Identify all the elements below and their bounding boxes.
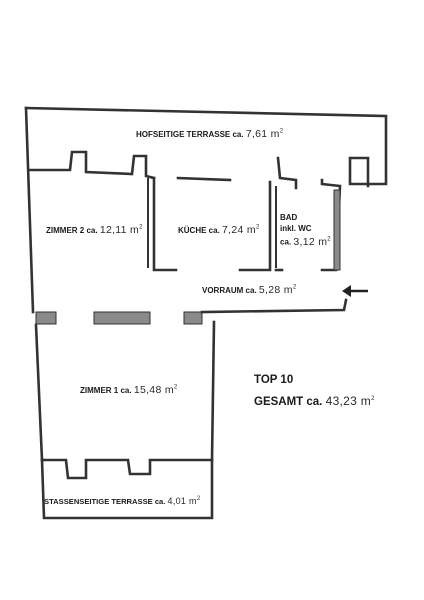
hall-name: VORRAUM ca. <box>202 286 257 295</box>
bath-label: BAD inkl. WC ca. 3,12 m2 <box>280 212 331 248</box>
terrace-court-inner-wall-far-right <box>350 156 370 188</box>
bath-wall-hatched <box>333 189 341 271</box>
room1-area: 15,48 m2 <box>133 384 178 396</box>
terrace-court-area: 7,61 m2 <box>245 128 284 140</box>
terrace-street-area: 4,01 m2 <box>167 496 201 506</box>
terrace-court-label: HOFSEITIGE TERRASSE ca. 7,61 m2 <box>136 128 283 140</box>
outer-wall-top <box>24 106 388 186</box>
kitchen-area: 7,24 m2 <box>222 224 260 236</box>
bath-wall-left <box>276 156 298 190</box>
bath-area: 3,12 m2 <box>293 235 331 248</box>
bath-wall-right <box>320 178 342 272</box>
terrace-street-name: STASSENSEITIGE TERRASSE ca. <box>44 497 166 506</box>
room2-area: 12,11 m2 <box>99 224 143 236</box>
hall-label: VORRAUM ca. 5,28 m2 <box>202 284 296 296</box>
terrace-street-label: STASSENSEITIGE TERRASSE ca. 4,01 m2 <box>44 496 201 506</box>
room1-name: ZIMMER 1 ca. <box>80 386 132 395</box>
terrace-street-outer-wall <box>40 458 214 520</box>
total-label: GESAMT ca. <box>254 396 323 408</box>
room1-label: ZIMMER 1 ca. 15,48 m2 <box>80 384 178 396</box>
wall-hatched-right <box>183 311 203 325</box>
bath-subname: inkl. WC <box>280 224 312 233</box>
bath-area-line: ca. 3,12 m2 <box>280 235 331 248</box>
terrace-court-inner-wall <box>28 150 156 180</box>
unit-number: TOP 10 <box>254 374 294 386</box>
kitchen-label: KÜCHE ca. 7,24 m2 <box>178 224 260 236</box>
room2-name: ZIMMER 2 ca. <box>46 226 98 235</box>
hall-wall-right <box>200 298 348 314</box>
terrace-court-name: HOFSEITIGE TERRASSE ca. <box>136 130 244 139</box>
bath-name: BAD <box>280 213 298 222</box>
terrace-court-inner-wall-right <box>176 176 232 182</box>
total-area-label: GESAMT ca. 43,23 m2 <box>254 394 375 408</box>
arrow-left-icon <box>342 285 368 297</box>
wall-left-lower <box>34 323 44 462</box>
total-area: 43,23 m2 <box>325 394 375 408</box>
terrace-street-wall <box>40 458 214 480</box>
wall-hatched-left <box>35 311 57 325</box>
room1-wall-right <box>210 320 216 462</box>
kitchen-name: KÜCHE ca. <box>178 226 220 235</box>
outer-wall-left <box>24 106 35 314</box>
hall-area: 5,28 m2 <box>258 284 297 296</box>
kitchen-wall <box>152 176 178 272</box>
wall-hatched-center <box>93 311 151 325</box>
room2-label: ZIMMER 2 ca. 12,11 m2 <box>46 224 143 236</box>
kitchen-wall-right <box>238 180 272 272</box>
